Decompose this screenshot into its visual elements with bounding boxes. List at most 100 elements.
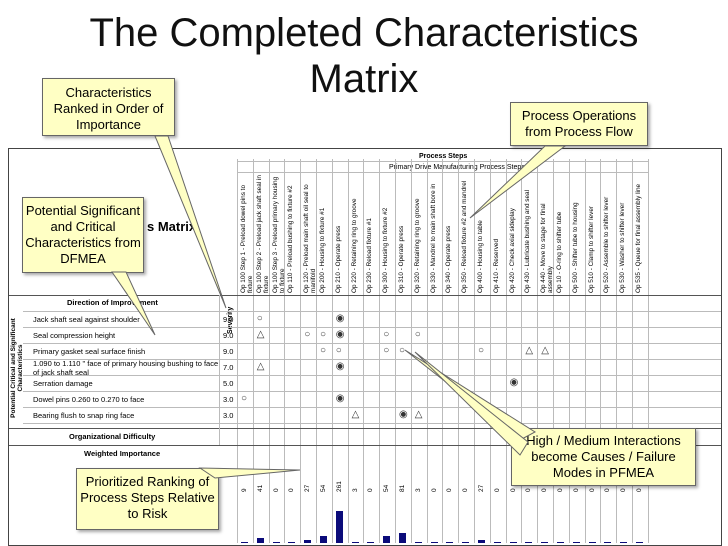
weighted-importance-bar <box>256 537 264 543</box>
weighted-importance-bar <box>367 541 375 543</box>
relationship-symbol: ○ <box>383 345 390 356</box>
weighted-importance-bar <box>351 541 359 543</box>
weighted-importance-bar <box>335 511 343 543</box>
column-divider <box>537 159 539 543</box>
label-divider <box>219 295 220 445</box>
column-divider <box>395 159 396 543</box>
row-label: 1.090 to 1.110 " face of primary housing… <box>33 359 219 377</box>
relationship-symbol: ○ <box>399 345 406 356</box>
weighted-importance-bar <box>272 541 280 543</box>
direction-of-improvement-label: Direction of Improvement <box>67 298 158 307</box>
row-label: Jack shaft seal against shoulder <box>33 315 140 324</box>
pointer-ranking <box>198 467 301 479</box>
row-severity: 5.0 <box>223 379 234 388</box>
relationship-symbol: △ <box>351 409 360 420</box>
row-label: Seal compression height <box>33 331 116 340</box>
weighted-importance-bar <box>541 541 549 543</box>
weighted-importance-bar <box>509 541 517 543</box>
column-divider <box>584 159 586 543</box>
column-divider <box>410 159 412 543</box>
mid-border <box>9 428 721 429</box>
callout-dfmea: Potential Significant and Critical Chara… <box>22 197 144 273</box>
weighted-importance-bar <box>478 539 485 543</box>
relationship-symbol: ○ <box>256 313 263 324</box>
weighted-importance-bar <box>399 533 406 543</box>
weighted-importance-bar <box>383 536 391 543</box>
callout-ranking: Prioritized Ranking of Process Steps Rel… <box>76 468 219 530</box>
pointer-interactions-2 <box>414 351 529 456</box>
column-divider <box>647 159 649 543</box>
weighted-importance-bar <box>604 541 612 543</box>
weighted-importance-bar <box>620 541 628 543</box>
column-divider <box>284 159 286 543</box>
weighted-importance-label: Weighted Importance <box>84 449 161 458</box>
column-divider <box>316 159 317 543</box>
callout-ranked-importance: Characteristics Ranked in Order of Impor… <box>42 78 175 136</box>
row-label: Serration damage <box>33 379 93 388</box>
column-divider <box>632 159 633 543</box>
callout-process-operations: Process Operations from Process Flow <box>510 102 648 146</box>
relationship-symbol: ○ <box>414 329 421 340</box>
column-divider <box>568 159 570 543</box>
title-line1: The Completed Characteristics <box>89 11 639 55</box>
weighted-importance-bar <box>462 541 470 543</box>
relationship-symbol: ◉ <box>335 361 345 372</box>
relationship-symbol: ◉ <box>335 393 345 404</box>
weighted-importance-bar <box>288 541 296 543</box>
row-severity: 9.0 <box>223 315 234 324</box>
column-divider <box>489 159 491 543</box>
row-label: Dowel pins 0.260 to 0.270 to face <box>33 395 145 404</box>
matrix-grid-layer: Op 100 Step 1 - Preload dowel pins to fi… <box>9 149 721 545</box>
row-divider <box>23 423 721 424</box>
callout-interactions: High / Medium Interactions become Causes… <box>511 428 696 486</box>
weighted-importance-bar <box>557 541 564 543</box>
column-divider <box>363 159 365 543</box>
relationship-symbol: ○ <box>304 329 311 340</box>
column-divider <box>347 159 349 543</box>
weighted-importance-bar <box>588 541 596 543</box>
relationship-symbol: ○ <box>383 329 390 340</box>
column-divider <box>426 159 428 543</box>
page-title: The Completed Characteristics Matrix <box>0 10 728 102</box>
weighted-importance-bar <box>636 541 643 543</box>
column-divider <box>458 159 460 543</box>
row-divider <box>23 327 721 328</box>
row-divider <box>23 359 721 360</box>
column-divider <box>600 159 602 543</box>
relationship-symbol: ◉ <box>509 377 519 388</box>
header-line <box>237 161 648 162</box>
row-divider <box>23 343 721 344</box>
relationship-symbol: ○ <box>320 345 327 356</box>
weighted-importance-bar <box>320 536 327 543</box>
column-divider <box>252 159 254 543</box>
column-divider <box>379 159 381 543</box>
pointer-interactions-1 <box>404 349 536 441</box>
row-label: Primary gasket seal surface finish <box>33 347 146 356</box>
column-divider <box>474 159 475 543</box>
row-divider <box>23 407 721 408</box>
weighted-importance-bar <box>241 541 248 543</box>
relationship-symbol: ○ <box>320 329 327 340</box>
row-severity: 9.0 <box>223 347 234 356</box>
weighted-importance-bar <box>572 541 580 543</box>
column-divider <box>553 159 554 543</box>
column-divider <box>331 159 333 543</box>
relationship-symbol: ◉ <box>335 329 345 340</box>
weighted-importance-bar <box>525 541 533 543</box>
top-border <box>9 295 721 296</box>
row-severity: 3.0 <box>223 411 234 420</box>
weighted-importance-bar <box>304 539 312 543</box>
relationship-symbol: △ <box>541 345 549 356</box>
weighted-importance-bar <box>430 541 438 543</box>
relationship-symbol: ◉ <box>399 409 408 420</box>
relationship-symbol: △ <box>525 345 534 356</box>
row-divider <box>23 311 721 312</box>
relationship-symbol: ◉ <box>335 313 345 324</box>
matrix-subheader: Primary Drive Manufacturing Process Step… <box>389 164 525 171</box>
characteristics-matrix: Process Steps Primary Drive Manufacturin… <box>8 148 722 546</box>
mid-border-2 <box>9 445 721 446</box>
column-divider <box>521 159 523 543</box>
pointer-process-ops <box>469 145 567 219</box>
